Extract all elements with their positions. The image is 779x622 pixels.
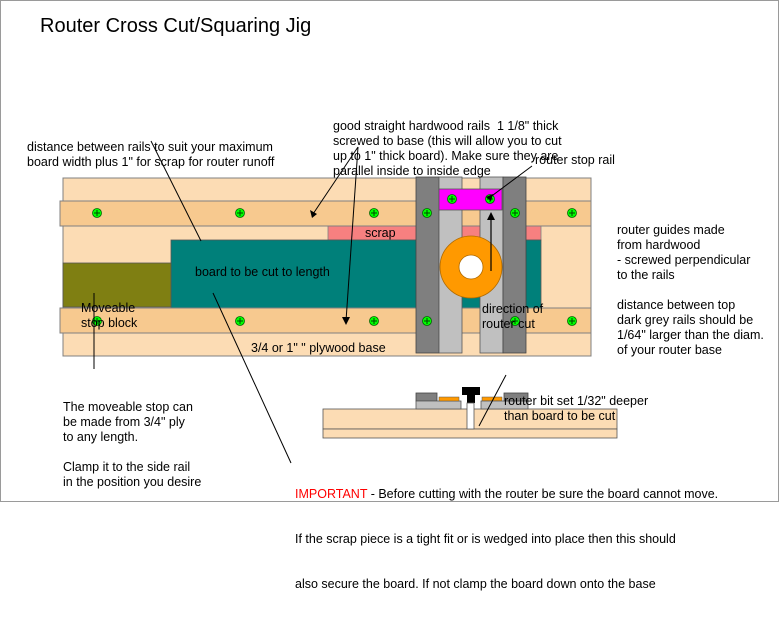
- board-label: board to be cut to length: [195, 265, 330, 279]
- screw-icon: [92, 208, 102, 218]
- section-router-base-left: [438, 396, 460, 402]
- section-router-body: [462, 387, 480, 395]
- screw-icon: [235, 316, 245, 326]
- leader-rail-distance: [150, 140, 202, 242]
- leader-important: [212, 292, 292, 464]
- screw-icon: [510, 208, 520, 218]
- screw-icon: [422, 316, 432, 326]
- router-guide-outer-right: [502, 176, 527, 354]
- router-ring-hole: [458, 254, 484, 280]
- screw-icon: [510, 316, 520, 326]
- router-stop-rail-label: router stop rail: [535, 153, 615, 167]
- important-word: IMPORTANT: [295, 487, 368, 501]
- leader-rails-top: [312, 146, 359, 215]
- screw-icon: [567, 316, 577, 326]
- rail-distance-note: distance between rails to suit your maxi…: [27, 140, 275, 169]
- moveable-stop-block: [62, 262, 172, 308]
- leader-rails-bottom: [345, 146, 359, 322]
- section-guide-left-light: [415, 400, 462, 410]
- scrap-label: scrap: [365, 226, 396, 240]
- screw-icon: [235, 208, 245, 218]
- screw-icon: [567, 208, 577, 218]
- leader-stop-rail-head: [486, 194, 493, 201]
- screw-icon: [422, 208, 432, 218]
- jig-diagram: Router Cross Cut/Squaring Jig: [0, 0, 779, 591]
- leader-router-bit: [478, 374, 507, 427]
- section-router-neck: [467, 395, 475, 403]
- screw-icon: [447, 194, 457, 204]
- screws: [92, 194, 577, 326]
- section-guide-left-dark: [415, 392, 438, 402]
- screw-icon: [369, 316, 379, 326]
- leader-rails-bottom-head: [342, 317, 350, 325]
- router-stop-rail: [438, 188, 503, 211]
- section-guide-right-dark: [503, 392, 529, 402]
- plywood-base-label: 3/4 or 1" " plywood base: [251, 341, 386, 355]
- hardwood-rails-note: good straight hardwood rails 1 1/8" thic…: [333, 119, 562, 178]
- section-router-bit: [466, 402, 475, 430]
- leader-rails-top-head: [310, 210, 317, 218]
- direction-arrowhead: [487, 212, 495, 220]
- screw-icon: [92, 316, 102, 326]
- jig-drawing: [59, 140, 618, 464]
- screw-icon: [369, 208, 379, 218]
- important-note: IMPORTANT - Before cutting with the rout…: [295, 487, 719, 591]
- leader-stop-rail: [488, 165, 533, 199]
- diagram-title: Router Cross Cut/Squaring Jig: [40, 15, 312, 37]
